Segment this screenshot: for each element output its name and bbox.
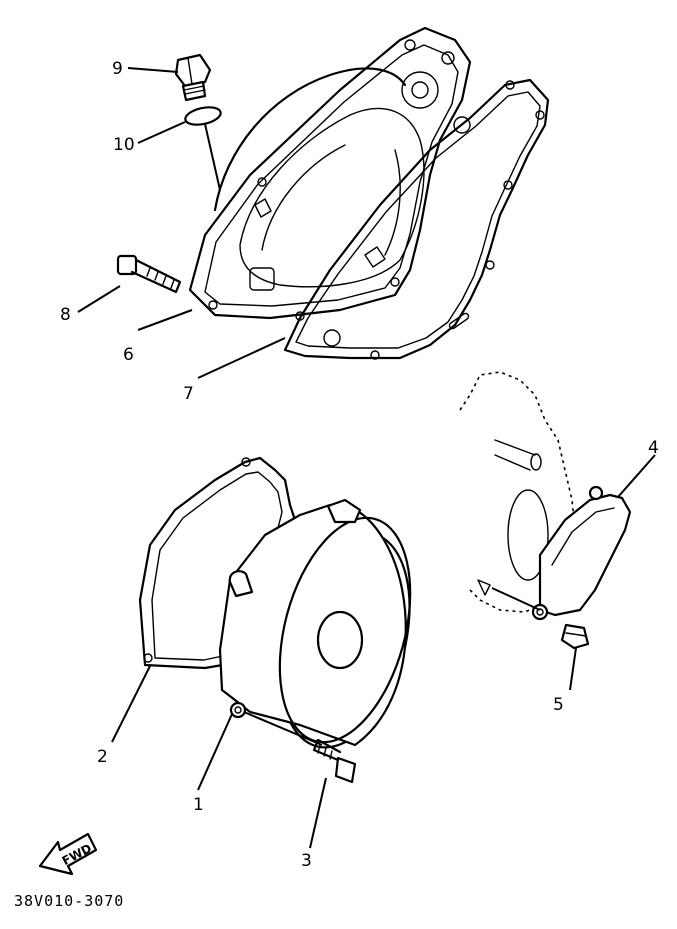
- callout-9: 9: [112, 59, 123, 79]
- callout-3: 3: [301, 851, 312, 871]
- bolt-part-8[interactable]: [116, 254, 182, 294]
- callout-4: 4: [648, 438, 659, 458]
- crankcase-cover-part-6[interactable]: [188, 26, 472, 321]
- callout-labels: 9 10 8 6 7 4 5 2 1 3: [60, 59, 659, 871]
- generator-cover-part-1[interactable]: [218, 498, 433, 762]
- bolt-part-5[interactable]: [560, 623, 590, 650]
- callout-5: 5: [553, 695, 564, 715]
- o-ring-part-10[interactable]: [184, 104, 223, 127]
- guard-part-4[interactable]: [531, 485, 632, 621]
- drain-plug-part-9[interactable]: [174, 53, 212, 102]
- gasket-part-7[interactable]: [283, 78, 550, 360]
- callout-7: 7: [183, 384, 194, 404]
- fwd-arrow-icon: FWD: [38, 832, 98, 876]
- callout-6: 6: [123, 345, 134, 365]
- callout-1: 1: [193, 795, 204, 815]
- diagram-code: 38V010-3070: [14, 892, 124, 910]
- callout-2: 2: [97, 747, 108, 767]
- callout-10: 10: [113, 135, 135, 155]
- screw-part-3[interactable]: [312, 738, 357, 784]
- callout-8: 8: [60, 305, 71, 325]
- leader-lines: [77, 67, 656, 849]
